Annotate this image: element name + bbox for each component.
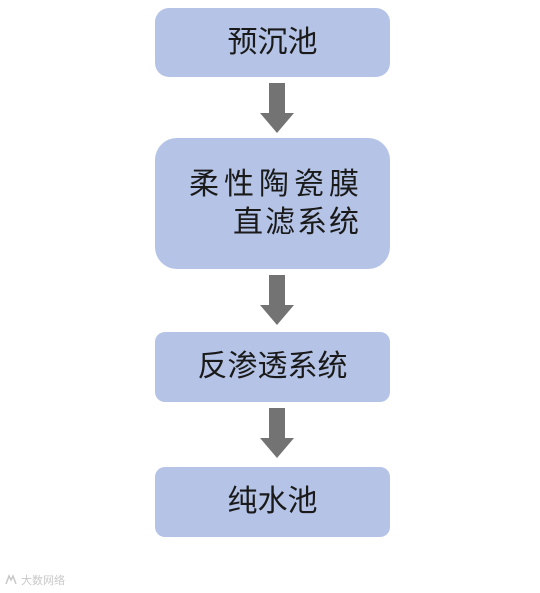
- step-label-line2: 直滤系统: [233, 204, 361, 240]
- down-arrow-icon: [260, 83, 294, 133]
- step-reverse-osmosis-system: 反渗透系统: [155, 332, 390, 402]
- step-pure-water-tank: 纯水池: [155, 467, 390, 537]
- step-pre-sedimentation-tank: 预沉池: [155, 8, 390, 77]
- step-ceramic-membrane-filtration: 柔性陶瓷膜 直滤系统: [155, 138, 390, 269]
- step-label: 纯水池: [227, 484, 318, 520]
- step-label: 反渗透系统: [197, 349, 348, 385]
- watermark-text: 大数网络: [21, 574, 65, 587]
- step-label: 预沉池: [227, 24, 318, 60]
- watermark: 大数网络: [4, 572, 65, 588]
- down-arrow-icon: [260, 275, 294, 325]
- logo-icon: [4, 574, 18, 586]
- step-label-line1: 柔性陶瓷膜: [189, 167, 364, 202]
- down-arrow-icon: [260, 408, 294, 458]
